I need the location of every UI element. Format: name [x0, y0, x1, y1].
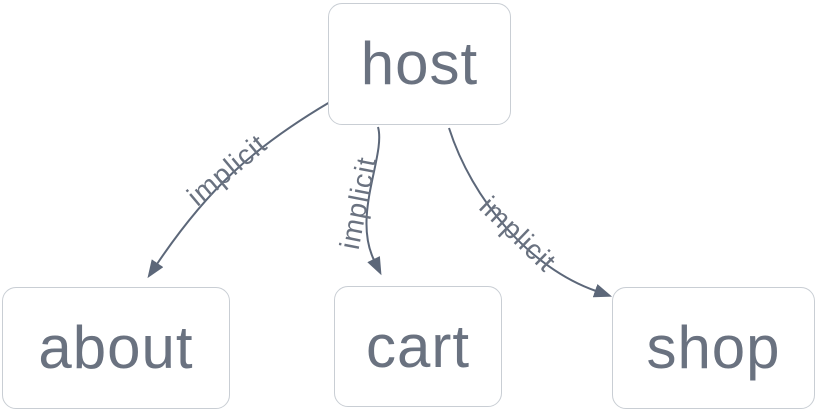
node-shop[interactable]: shop: [612, 287, 815, 409]
edge-label-host-cart: implicit: [334, 154, 382, 252]
node-shop-label: shop: [646, 314, 781, 381]
node-host-label: host: [360, 30, 479, 97]
edge-host-shop: [448, 127, 613, 298]
node-host[interactable]: host: [328, 3, 511, 125]
node-about[interactable]: about: [2, 287, 230, 409]
node-about-label: about: [38, 314, 194, 381]
node-cart[interactable]: cart: [334, 286, 502, 407]
edge-host-cart: [365, 126, 382, 276]
node-cart-label: cart: [365, 312, 471, 380]
edge-host-about: [147, 101, 331, 279]
edge-label-host-about: implicit: [181, 128, 273, 212]
edge-label-host-shop: implicit: [474, 190, 563, 277]
